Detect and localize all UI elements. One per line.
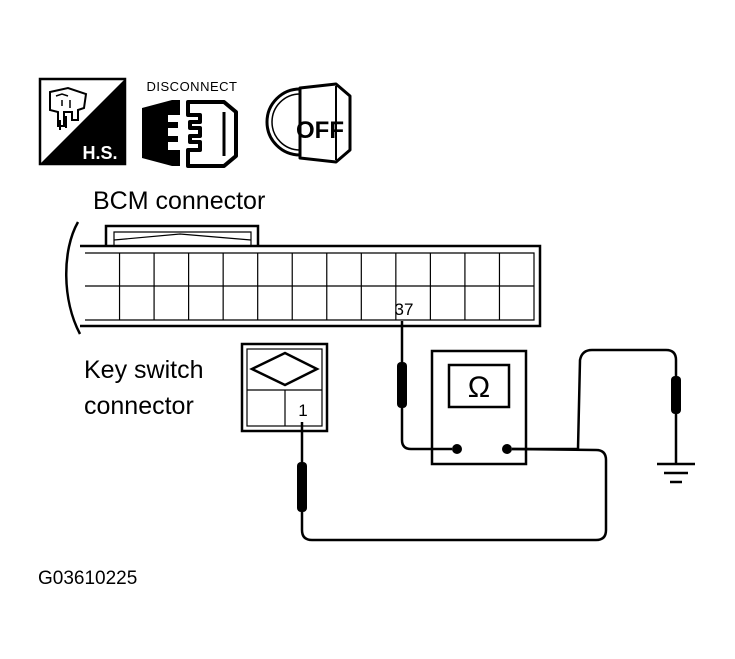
ground-icon [657, 462, 695, 484]
key-switch-title-line2: connector [84, 392, 194, 420]
probe-bcm [397, 362, 407, 408]
disconnect-label: DISCONNECT [147, 79, 238, 94]
disconnect-icon: DISCONNECT [142, 79, 238, 168]
bcm-connector-title: BCM connector [93, 187, 265, 215]
key-switch-connector [240, 342, 329, 433]
hs-label: H.S. [82, 143, 117, 163]
probe-ground [671, 376, 681, 414]
probe-key-switch [297, 462, 307, 512]
key-switch-title-line1: Key switch [84, 356, 203, 384]
bcm-pin-label: 37 [395, 300, 414, 319]
ohm-symbol: Ω [468, 371, 490, 404]
harness-side-icon: H.S. [38, 77, 127, 166]
ignition-off-icon: OFF [265, 82, 352, 164]
ohmmeter: Ω [430, 349, 528, 466]
key-switch-pin-label: 1 [298, 401, 307, 420]
meter-terminal-right [502, 444, 512, 454]
figure-id: G03610225 [38, 568, 137, 589]
bcm-connector [65, 221, 542, 335]
meter-terminal-left [452, 444, 462, 454]
test-leads [300, 321, 678, 542]
ignition-off-label: OFF [296, 117, 344, 144]
